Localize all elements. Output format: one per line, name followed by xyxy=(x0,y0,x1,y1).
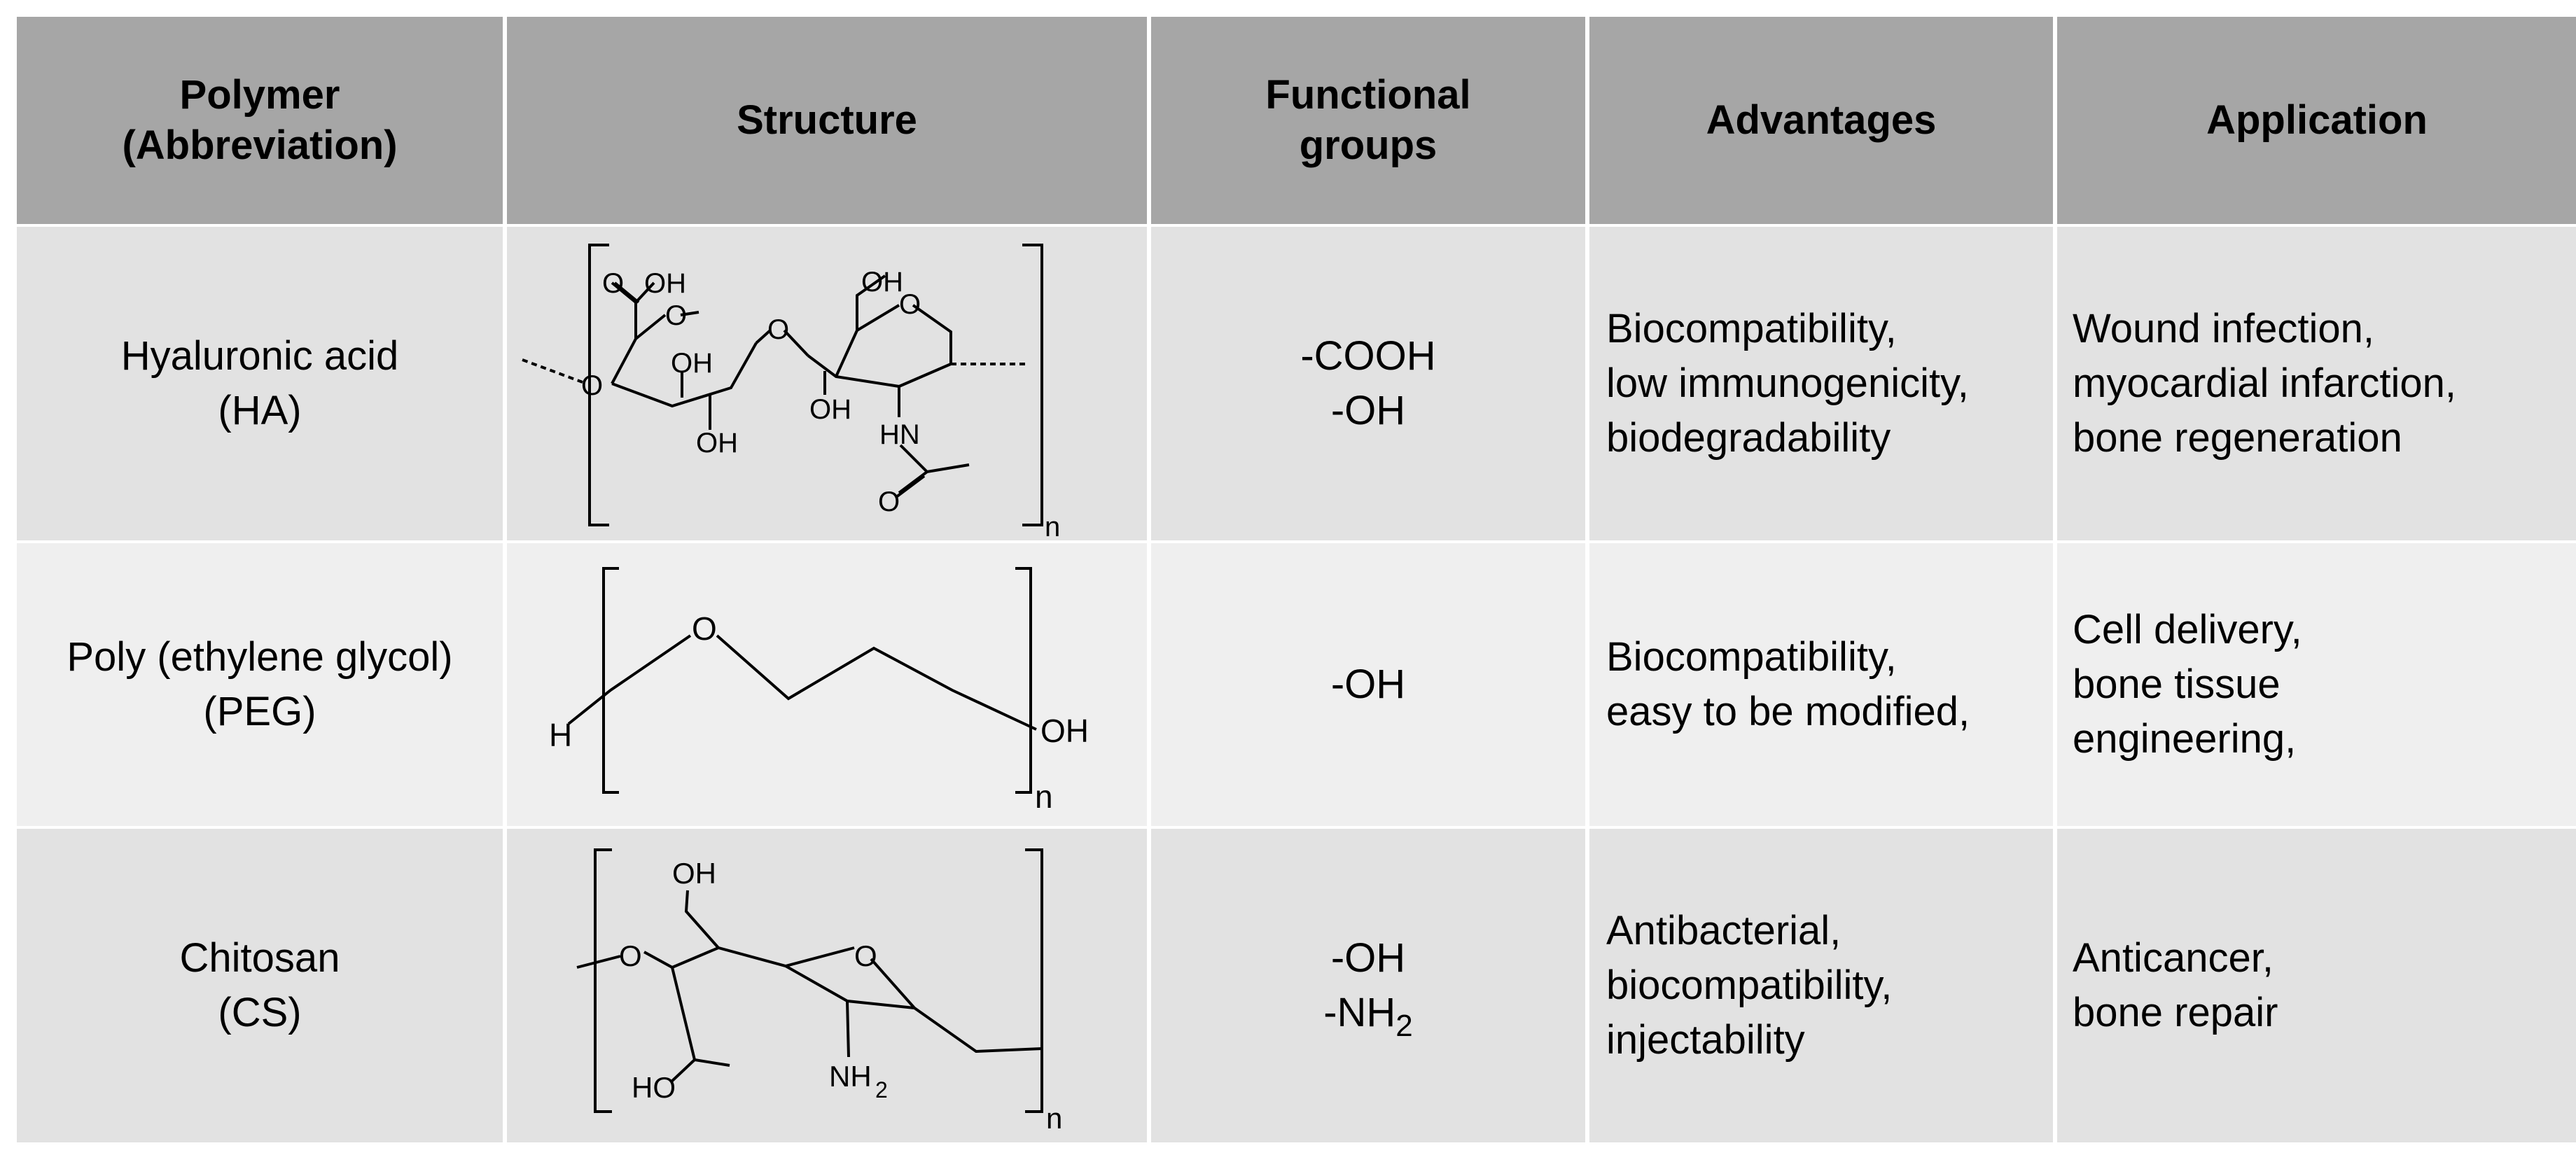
peg-adv-2: easy to be modified, xyxy=(1606,689,1970,734)
header-functional-line2: groups xyxy=(1299,122,1437,168)
header-application: Application xyxy=(2057,17,2576,224)
ha-name: Hyaluronic acid xyxy=(120,333,399,379)
ha-acetyl-o: O xyxy=(878,486,900,517)
cs-adv-1: Antibacterial, xyxy=(1606,908,1842,953)
table-row-peg-structure: H O OH n xyxy=(507,543,1147,826)
polymer-table: Polymer (Abbreviation) Structure Functio… xyxy=(17,17,2576,1145)
ha-adv-2: low immunogenicity, xyxy=(1606,360,1969,406)
ha-left-o: O xyxy=(581,370,603,401)
cs-name: Chitosan xyxy=(179,935,340,981)
cs-adv-3: injectability xyxy=(1606,1017,1805,1063)
cs-abbr: (CS) xyxy=(218,990,302,1035)
header-polymer: Polymer (Abbreviation) xyxy=(17,17,503,224)
ha-app-3: bone regeneration xyxy=(2073,415,2402,461)
table-row-cs-polymer: Chitosan (CS) xyxy=(17,829,503,1142)
ha-n: n xyxy=(1045,512,1060,540)
cs-structure-diagram: O OH O HO NH 2 n xyxy=(576,848,1062,1135)
header-advantages: Advantages xyxy=(1589,17,2053,224)
header-functional-groups: Functional groups xyxy=(1151,17,1585,224)
ha-adv-3: biodegradability xyxy=(1606,415,1891,461)
cs-nh-sub: 2 xyxy=(875,1077,888,1102)
ha-cooh-oh: OH xyxy=(644,268,686,299)
table-row-peg-application: Cell delivery, bone tissue engineering, xyxy=(2057,543,2576,826)
header-advantages-label: Advantages xyxy=(1706,97,1937,143)
peg-o: O xyxy=(692,610,717,647)
cs-app-2: bone repair xyxy=(2073,990,2278,1035)
ha-abbr: (HA) xyxy=(218,388,302,433)
peg-name: Poly (ethylene glycol) xyxy=(67,634,453,680)
ha-group-2: -OH xyxy=(1330,388,1406,433)
peg-app-2: bone tissue xyxy=(2073,662,2281,707)
ha-adv-1: Biocompatibility, xyxy=(1606,306,1897,351)
ha-ring2-o: O xyxy=(899,289,921,320)
cs-ring-o: O xyxy=(854,939,877,972)
peg-h: H xyxy=(549,717,572,753)
cs-group-1: -OH xyxy=(1330,935,1406,981)
table-row-peg-advantages: Biocompatibility, easy to be modified, xyxy=(1589,543,2053,826)
table-row-ha-application: Wound infection, myocardial infarction, … xyxy=(2057,227,2576,540)
header-polymer-line2: (Abbreviation) xyxy=(122,122,398,168)
table-row-cs-advantages: Antibacterial, biocompatibility, injecta… xyxy=(1589,829,2053,1142)
cs-group-2-subscript: 2 xyxy=(1395,1009,1413,1043)
table-row-ha-advantages: Biocompatibility, low immunogenicity, bi… xyxy=(1589,227,2053,540)
header-structure-label: Structure xyxy=(737,97,917,143)
ha-app-2: myocardial infarction, xyxy=(2073,360,2456,406)
header-application-label: Application xyxy=(2206,97,2428,143)
cs-adv-2: biocompatibility, xyxy=(1606,962,1893,1008)
peg-group-1: -OH xyxy=(1330,662,1406,707)
table-row-ha-functional: -COOH -OH xyxy=(1151,227,1585,540)
ha-cooh-o: O xyxy=(602,268,624,299)
cs-nh: NH xyxy=(829,1060,872,1093)
table-row-cs-application: Anticancer, bone repair xyxy=(2057,829,2576,1142)
table-row-cs-functional: -OH -NH2 xyxy=(1151,829,1585,1142)
peg-adv-1: Biocompatibility, xyxy=(1606,634,1897,680)
cs-ch2oh: OH xyxy=(672,857,716,890)
table-row-ha-structure: O OH O O O OH OH OH O OH HN O n xyxy=(507,227,1147,540)
cs-left-o: O xyxy=(619,939,642,972)
peg-structure-diagram: H O OH n xyxy=(549,567,1089,815)
ha-nh: HN xyxy=(879,419,920,450)
ha-app-1: Wound infection, xyxy=(2073,306,2374,351)
table-row-ha-polymer: Hyaluronic acid (HA) xyxy=(17,227,503,540)
cs-group-2-main: -NH xyxy=(1323,990,1396,1035)
table-row-peg-functional: -OH xyxy=(1151,543,1585,826)
cs-ho: HO xyxy=(632,1071,676,1104)
peg-oh: OH xyxy=(1040,713,1089,749)
ha-oh-a: OH xyxy=(671,348,713,379)
ha-glyco-o: O xyxy=(767,314,789,345)
ha-ring1-o: O xyxy=(665,300,687,331)
ha-oh-c: OH xyxy=(809,394,851,425)
peg-app-3: engineering, xyxy=(2073,716,2297,762)
cs-app-1: Anticancer, xyxy=(2073,935,2274,981)
peg-abbr: (PEG) xyxy=(203,689,316,734)
peg-app-1: Cell delivery, xyxy=(2073,607,2302,652)
header-polymer-line1: Polymer xyxy=(179,72,340,118)
header-functional-line1: Functional xyxy=(1265,72,1471,118)
table-row-cs-structure: O OH O HO NH 2 n xyxy=(507,829,1147,1142)
cs-group-2: -NH2 xyxy=(1323,986,1413,1043)
peg-n: n xyxy=(1035,778,1053,815)
ha-oh-b: OH xyxy=(696,428,738,458)
header-structure: Structure xyxy=(507,17,1147,224)
ha-group-1: -COOH xyxy=(1300,333,1436,379)
table-row-peg-polymer: Poly (ethylene glycol) (PEG) xyxy=(17,543,503,826)
ha-structure-diagram: O OH O O O OH OH OH O OH HN O n xyxy=(522,244,1060,540)
cs-n: n xyxy=(1046,1102,1062,1135)
ha-ch2oh: OH xyxy=(861,267,903,298)
